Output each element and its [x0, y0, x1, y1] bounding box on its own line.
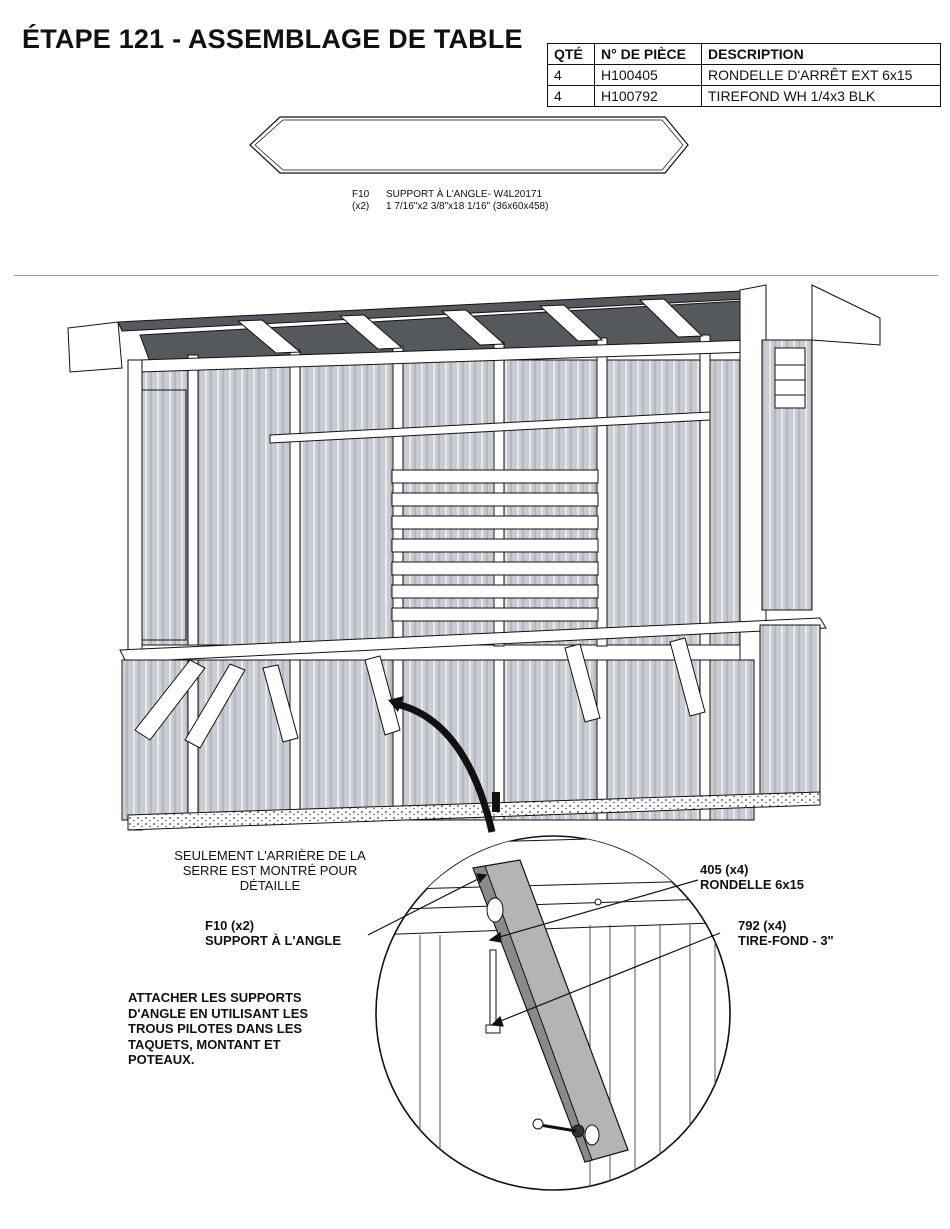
- instruction-line: POTEAUX.: [128, 1052, 195, 1067]
- part-code: F10: [352, 189, 370, 200]
- callout-label: TIRE-FOND - 3": [738, 933, 834, 948]
- row-description: RONDELLE D'ARRÊT EXT 6x15: [701, 64, 941, 86]
- instruction-line: ATTACHER LES SUPPORTS: [128, 990, 302, 1005]
- detail-leader-arrow: [388, 696, 500, 833]
- page-title: ÉTAPE 121 - ASSEMBLAGE DE TABLE: [22, 24, 523, 54]
- callout-bracket: F10 (x2) SUPPORT À L'ANGLE: [205, 918, 341, 948]
- callout-label: RONDELLE 6x15: [700, 877, 805, 892]
- part-name: SUPPORT À L'ANGLE- W4L20171: [386, 189, 543, 200]
- table-row: 4 H100405 RONDELLE D'ARRÊT EXT 6x15: [547, 64, 941, 86]
- greenhouse-back-wall: [67, 284, 881, 831]
- callout-ref: 792 (x4): [738, 918, 787, 933]
- part-f10-outline: [249, 116, 689, 174]
- callout-washer: 405 (x4) RONDELLE 6x15: [700, 862, 804, 892]
- parts-table-header: QTÉ N° DE PIÈCE DESCRIPTION: [547, 43, 941, 65]
- row-part-number: H100792: [594, 85, 702, 107]
- column-header-qty: QTÉ: [547, 43, 595, 65]
- note-line: SEULEMENT L'ARRIÈRE DE LA: [174, 848, 366, 863]
- instruction-line: TAQUETS, MONTANT ET: [128, 1036, 281, 1052]
- part-dimensions: 1 7/16"x2 3/8"x18 1/16" (36x60x458): [386, 201, 549, 212]
- row-description: TIREFOND WH 1/4x3 BLK: [701, 85, 941, 107]
- part-caption: F10 SUPPORT À L'ANGLE- W4L20171 (x2) 1 7/1…: [352, 189, 548, 213]
- callout-ref: 405 (x4): [700, 862, 749, 877]
- section-divider: [14, 275, 938, 276]
- instruction-line: D'ANGLE EN UTILISANT LES: [128, 1005, 309, 1021]
- instruction-line: TROUS PILOTES DANS LES: [128, 1021, 303, 1036]
- part-qty: (x2): [352, 201, 370, 212]
- callout-lag-screw: 792 (x4) TIRE-FOND - 3": [738, 918, 834, 948]
- back-only-note: SEULEMENT L'ARRIÈRE DE LA SERRE EST MONT…: [150, 848, 390, 893]
- note-line: SERRE EST MONTRÉ POUR: [182, 863, 358, 878]
- callout-label: SUPPORT À L'ANGLE: [205, 933, 341, 948]
- parts-table: QTÉ N° DE PIÈCE DESCRIPTION 4 H100405 RO…: [547, 43, 941, 107]
- instruction-note: ATTACHER LES SUPPORTS D'ANGLE EN UTILISA…: [128, 990, 368, 1068]
- callout-leaders: [367, 873, 721, 1027]
- table-row: 4 H100792 TIREFOND WH 1/4x3 BLK: [547, 85, 941, 107]
- zoom-detail: [375, 835, 731, 1191]
- note-line: DÉTAILLE: [239, 878, 301, 893]
- callout-ref: F10 (x2): [205, 918, 255, 933]
